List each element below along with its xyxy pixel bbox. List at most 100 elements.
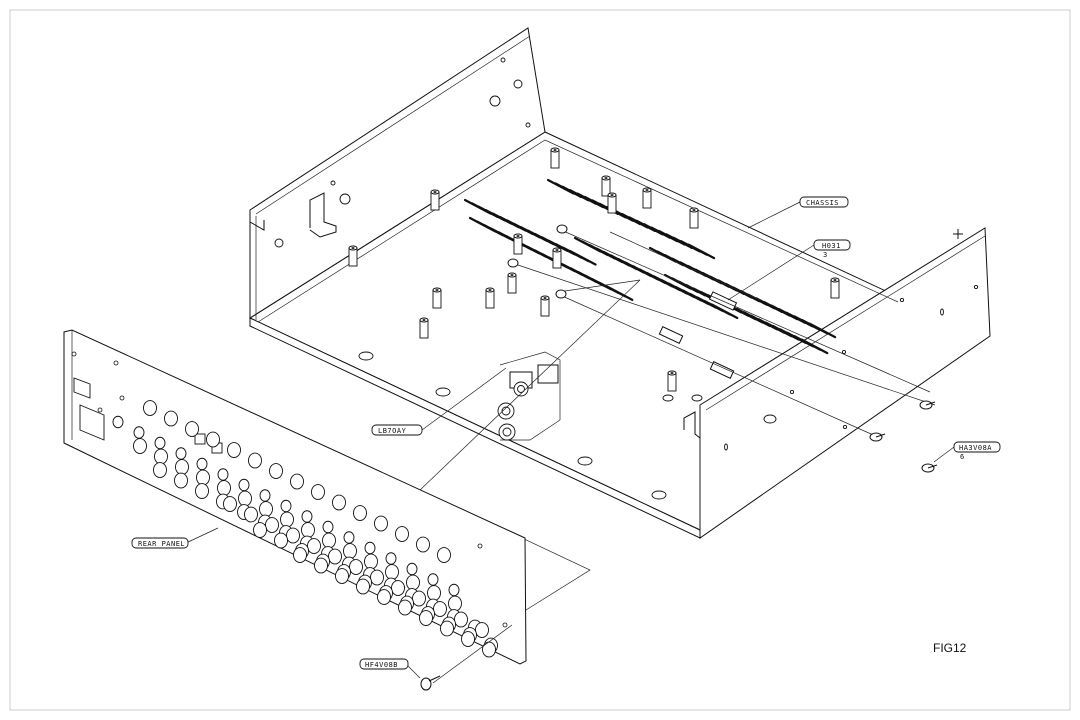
jack-hole xyxy=(174,472,188,489)
jack-hole xyxy=(290,473,304,490)
rear-panel-part xyxy=(63,329,527,665)
screws-and-leaders xyxy=(420,224,963,691)
standoff xyxy=(550,147,560,169)
figure-label: FIG12 xyxy=(933,641,967,655)
jack-hole xyxy=(293,547,307,563)
standoff xyxy=(507,272,517,294)
floor-hole xyxy=(577,456,593,466)
jack-hole xyxy=(154,448,168,465)
callout-ha3v08a-qty: 6 xyxy=(960,453,964,461)
jack-hole xyxy=(433,601,447,617)
jack-hole xyxy=(448,583,460,597)
jack-hole xyxy=(454,611,468,628)
standoff xyxy=(689,207,699,229)
jack-hole xyxy=(322,520,334,534)
callout-ha3v08a: HA3V08A 6 xyxy=(933,441,1001,463)
jack-hole xyxy=(395,526,409,542)
jack-hole xyxy=(335,568,349,584)
callout-h031: H031 3 xyxy=(727,239,851,301)
jack-hole xyxy=(311,484,325,500)
jack-hole xyxy=(448,595,462,612)
jack-hole xyxy=(238,478,250,492)
standoff xyxy=(830,277,840,299)
jack-hole xyxy=(153,462,167,478)
jack-hole xyxy=(364,553,378,570)
wall-tab xyxy=(249,210,265,231)
jack-hole xyxy=(238,490,252,507)
vent-slot xyxy=(808,322,837,339)
standoff xyxy=(540,295,550,317)
standoff xyxy=(432,287,442,309)
db-connector-cutout xyxy=(73,377,91,399)
jack-hole xyxy=(164,410,178,427)
jack-hole xyxy=(419,610,433,626)
jack-hole xyxy=(206,431,220,448)
jack-hole xyxy=(301,522,315,538)
standoff xyxy=(419,317,429,339)
jack-hole xyxy=(195,483,209,499)
jack-hole xyxy=(217,468,229,481)
connector-block xyxy=(537,364,559,384)
chassis-part xyxy=(248,27,991,539)
jack-hole xyxy=(227,442,241,458)
ha3v08a-screws xyxy=(507,224,938,473)
sheet-border xyxy=(9,9,1071,711)
jack-hole xyxy=(377,589,391,605)
wall-hole xyxy=(525,122,531,128)
standoff xyxy=(348,245,358,267)
large-cutout xyxy=(79,404,105,441)
jack-hole xyxy=(217,480,231,496)
jack-hole xyxy=(248,452,262,469)
callout-chassis-label: CHASSIS xyxy=(806,199,839,207)
jack-hole xyxy=(398,599,412,616)
callout-rear-panel: REAR PANEL xyxy=(131,527,219,549)
jack-hole xyxy=(440,620,454,637)
standoff xyxy=(601,175,611,197)
wall-bracket xyxy=(309,192,337,238)
callout-lb7oay: LB7OAY xyxy=(371,367,507,436)
floor-hole xyxy=(435,387,451,397)
callout-h031-label: H031 xyxy=(822,242,841,250)
jack-hole xyxy=(259,501,273,517)
jack-hole xyxy=(280,511,294,528)
wall-hole xyxy=(339,193,351,205)
callout-chassis: CHASSIS xyxy=(747,196,849,229)
jack-hole xyxy=(185,421,199,437)
floor-hole xyxy=(662,394,674,402)
jack-hole xyxy=(374,515,388,532)
standoff xyxy=(485,287,495,309)
standoff xyxy=(667,370,677,392)
jack-hole xyxy=(307,538,321,554)
jack-hole xyxy=(475,622,489,638)
floor-hole xyxy=(763,414,777,424)
wall-hole xyxy=(489,95,501,107)
jack-hole xyxy=(364,541,376,555)
jack-hole xyxy=(353,505,367,521)
callout-lb7oay-label: LB7OAY xyxy=(378,427,407,435)
jack-hole xyxy=(154,436,166,450)
jack-hole xyxy=(314,557,328,574)
jack-hole xyxy=(175,447,187,460)
jack-hole xyxy=(412,590,426,607)
floor-hole xyxy=(691,394,703,402)
jack-hole xyxy=(269,463,283,479)
jack-hole xyxy=(253,522,267,538)
standoff xyxy=(430,189,440,211)
jack-hole xyxy=(427,573,439,586)
jack-hole xyxy=(343,543,357,559)
jack-hole xyxy=(406,574,420,591)
standoff xyxy=(513,233,523,255)
jack-hole xyxy=(385,564,399,580)
standoff xyxy=(552,247,562,269)
jack-hole xyxy=(133,426,145,439)
jack-hole xyxy=(391,580,405,596)
jack-hole xyxy=(244,506,258,523)
jack-hole xyxy=(112,415,124,429)
standoff xyxy=(607,192,617,214)
jack-hole xyxy=(223,496,237,512)
callout-hf4v08b-label: HF4V08B xyxy=(365,661,398,669)
jack-hole xyxy=(482,641,496,658)
standoff xyxy=(642,187,652,209)
